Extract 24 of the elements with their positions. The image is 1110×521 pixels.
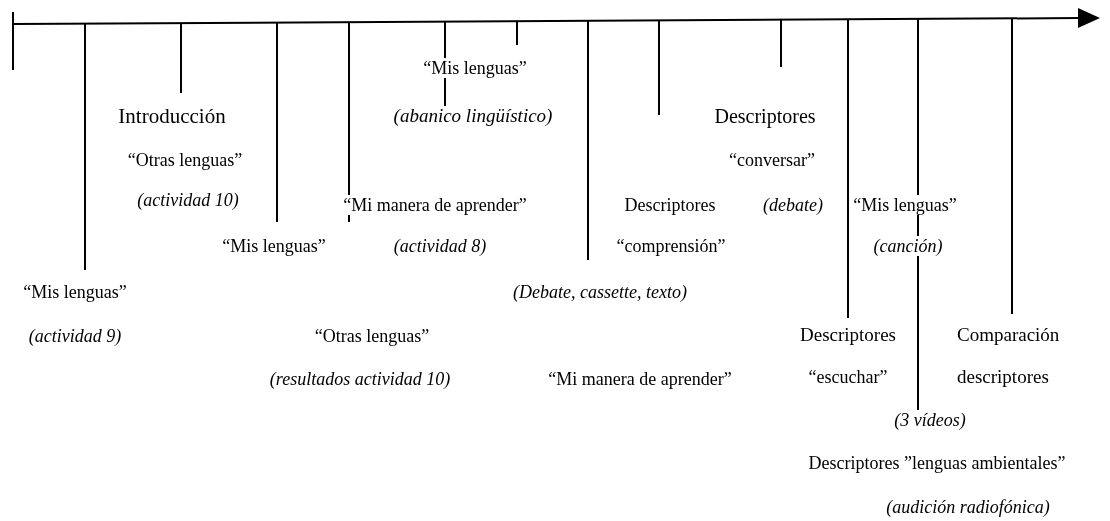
activity-note: (resultados actividad 10): [268, 369, 452, 389]
activity-label: “Mi manera de aprender”: [547, 369, 733, 389]
activity-note: (actividad 8): [392, 236, 488, 256]
activity-label: “Otras lenguas”: [313, 326, 431, 346]
activity-label: “Mis lenguas”: [852, 195, 958, 215]
activity-label: Descriptores: [623, 195, 717, 215]
activity-label: Descriptores: [799, 325, 897, 345]
activity-note: (actividad 10): [136, 190, 240, 210]
activity-note: (actividad 9): [27, 326, 123, 346]
activity-label: “Mi manera de aprender”: [342, 195, 528, 215]
activity-label: Descriptores ”lenguas ambientales”: [807, 453, 1067, 473]
activity-note: (debate): [762, 195, 824, 215]
activity-note: (abanico lingüístico): [392, 106, 554, 126]
activity-label: “comprensión”: [615, 236, 727, 256]
activity-label: “Otras lenguas”: [126, 150, 244, 170]
activity-note: (audición radiofónica): [885, 497, 1051, 517]
activity-label: “Mis lenguas”: [221, 236, 327, 256]
activity-label: Descriptores: [713, 106, 817, 126]
activity-label: “Mis lenguas”: [22, 282, 128, 302]
activity-label: Introducción: [117, 106, 227, 126]
activity-note: (Debate, cassette, texto): [512, 282, 688, 302]
activity-note: (3 vídeos): [893, 410, 967, 430]
activity-label: “Mis lenguas”: [422, 58, 528, 78]
activity-note: (canción): [872, 236, 944, 256]
